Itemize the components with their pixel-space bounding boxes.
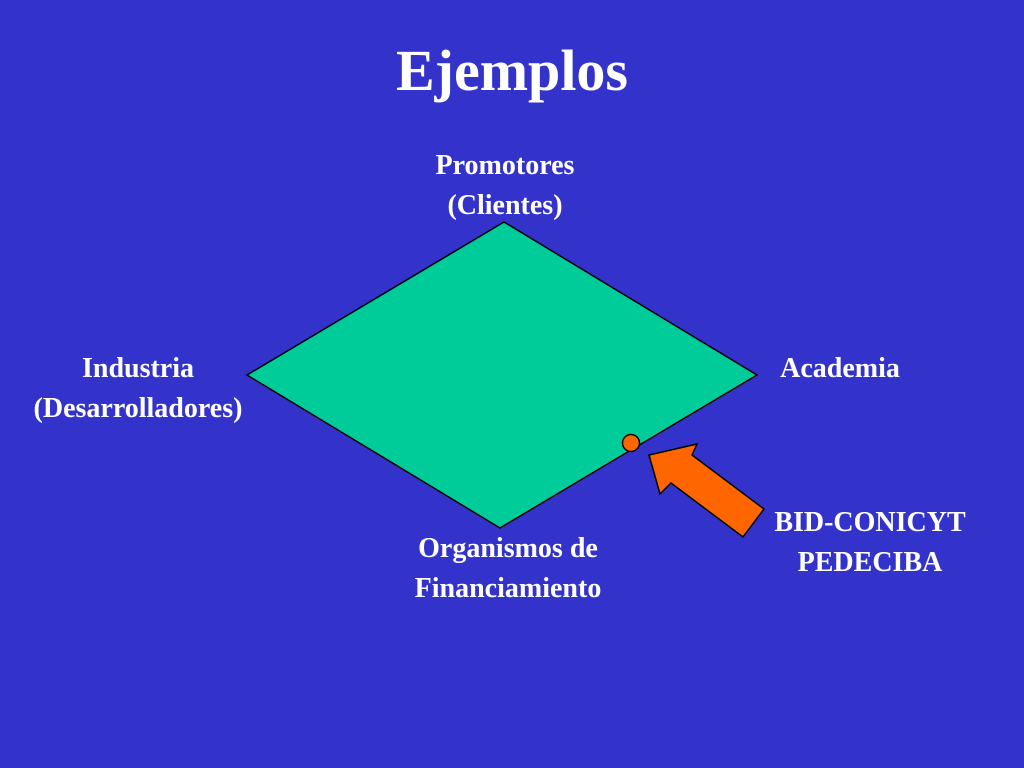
node-label-industria-line2: (Desarrolladores) [33, 393, 243, 424]
node-label-promotores-line2: (Clientes) [447, 190, 563, 221]
callout-label: BID-CONICYT PEDECIBA [735, 503, 1005, 583]
node-label-organismos-line1: Organismos de [418, 533, 598, 564]
node-label-promotores: Promotores (Clientes) [355, 146, 655, 226]
node-label-industria: Industria (Desarrolladores) [0, 349, 276, 429]
slide-title: Ejemplos [396, 38, 628, 103]
node-label-organismos-line2: Financiamiento [414, 573, 602, 604]
node-label-promotores-line1: Promotores [435, 150, 575, 181]
stakeholder-diamond [245, 221, 759, 529]
node-label-academia: Academia [755, 349, 925, 389]
node-label-organismos: Organismos de Financiamiento [360, 529, 656, 609]
callout-label-line1: BID-CONICYT [774, 507, 966, 538]
node-label-industria-line1: Industria [81, 353, 195, 384]
node-label-academia-line1: Academia [780, 353, 900, 384]
callout-label-line2: PEDECIBA [797, 547, 943, 578]
position-marker [621, 433, 641, 453]
callout-arrow [648, 442, 766, 539]
